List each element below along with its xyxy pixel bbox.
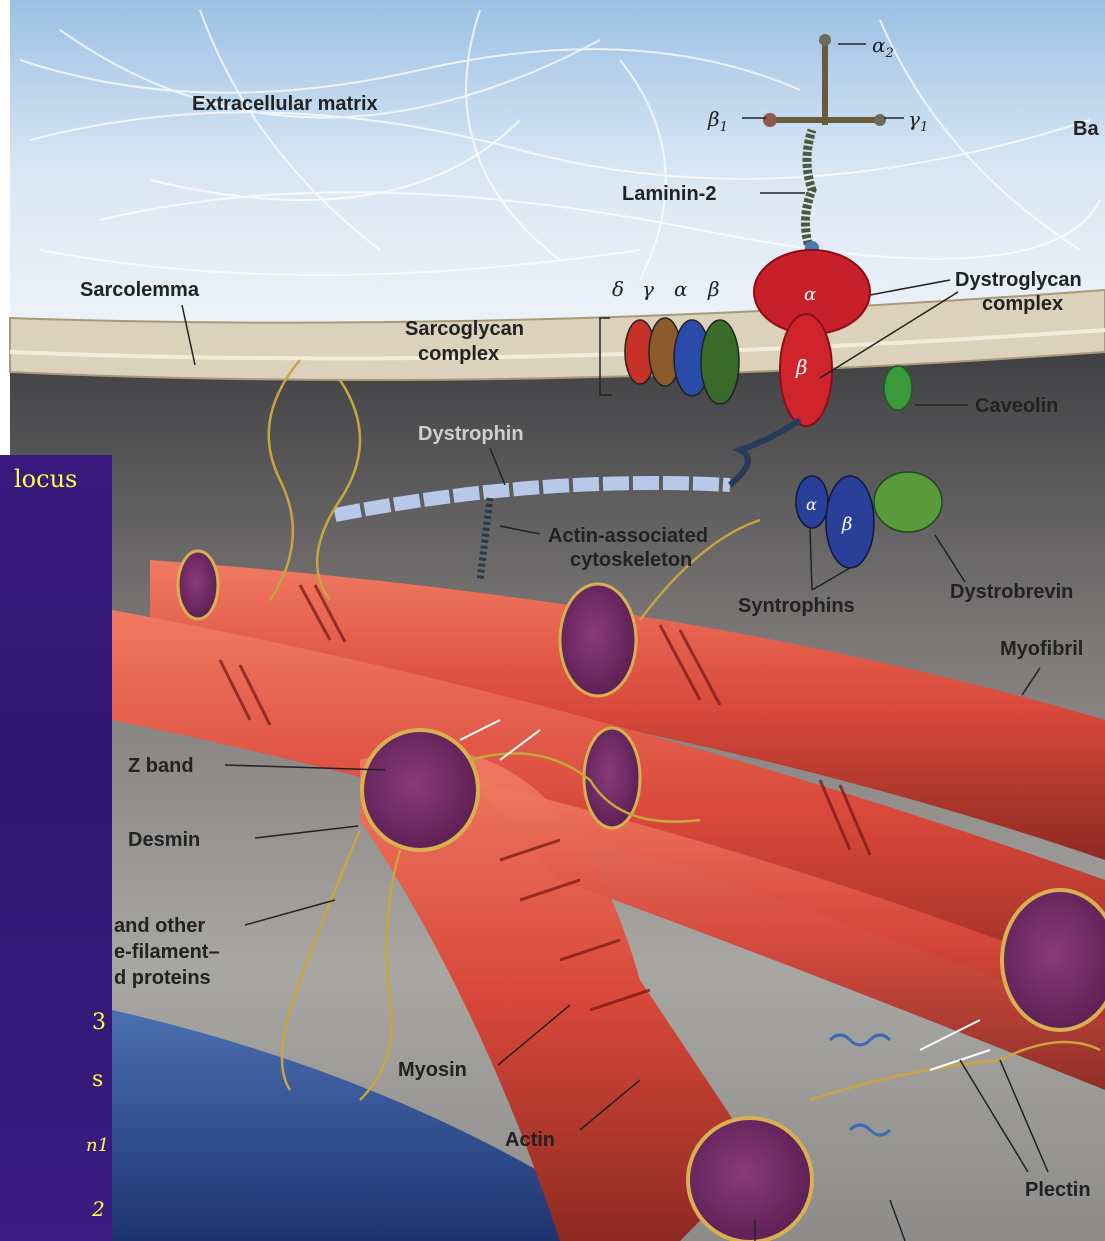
syntrophin-beta-label: β bbox=[841, 514, 852, 535]
overlay-slide-item-1: 3 bbox=[92, 1010, 106, 1035]
myosin-label: Myosin bbox=[398, 1059, 467, 1081]
plectin-label: Plectin bbox=[1025, 1179, 1091, 1201]
extracellular-matrix-label: Extracellular matrix bbox=[192, 93, 378, 115]
desmin-label: Desmin bbox=[128, 829, 200, 851]
caveolin-label: Caveolin bbox=[975, 395, 1058, 417]
z-band-label: Z band bbox=[128, 755, 194, 777]
syntrophin-alpha-label: α bbox=[806, 495, 817, 514]
dystroglycan-label-line1: Dystroglycan bbox=[955, 269, 1082, 291]
sarcoglycan-delta-label: δ bbox=[612, 277, 624, 301]
other-proteins-label-line1: and other bbox=[114, 915, 205, 937]
laminin-gamma1-letter: γ bbox=[908, 107, 920, 131]
dystrophin-label: Dystrophin bbox=[418, 423, 524, 445]
dystrobrevin-molecule bbox=[874, 472, 942, 532]
laminin-beta1-sub: 1 bbox=[720, 120, 728, 135]
dystrobrevin-label: Dystrobrevin bbox=[950, 581, 1073, 603]
dystroglycan-beta-label: β bbox=[795, 355, 808, 379]
sarcolemma-label: Sarcolemma bbox=[80, 279, 200, 301]
dystroglycan-alpha-label: α bbox=[804, 284, 816, 305]
overlay-slide-title: locus bbox=[14, 465, 77, 493]
laminin-2-label: Laminin-2 bbox=[622, 183, 716, 205]
overlay-slide-panel: locus 3 s n1 2 bbox=[0, 455, 112, 1241]
sarcoglycan-beta-label: β bbox=[707, 277, 720, 301]
basal-lamina-label-cut: Ba bbox=[1073, 118, 1099, 140]
actin-associated-label-line2: cytoskeleton bbox=[570, 549, 692, 571]
laminin-beta1-letter: β bbox=[707, 107, 720, 131]
sarcoglycan-label-line2: complex bbox=[418, 343, 499, 365]
overlay-slide-item-2: s bbox=[92, 1067, 103, 1092]
actin-associated-label-line1: Actin-associated bbox=[548, 525, 708, 547]
syntrophins-label: Syntrophins bbox=[738, 595, 855, 617]
laminin-alpha2-sub: 2 bbox=[885, 46, 894, 61]
other-proteins-label-line3: d proteins bbox=[114, 967, 211, 989]
other-proteins-label-line2: e-filament– bbox=[114, 941, 220, 963]
sarcoglycan-gamma-label: γ bbox=[642, 277, 654, 301]
actin-label: Actin bbox=[505, 1129, 555, 1151]
caveolin-molecule bbox=[884, 366, 912, 410]
sarcoglycan-label-line1: Sarcoglycan bbox=[405, 318, 524, 340]
overlay-slide-item-4: 2 bbox=[92, 1197, 105, 1221]
sarcoglycan-alpha-label: α bbox=[674, 277, 688, 301]
laminin-alpha2-letter: α bbox=[872, 33, 886, 57]
z-band-disc bbox=[362, 730, 478, 850]
dystroglycan-label-line2: complex bbox=[982, 293, 1063, 315]
overlay-slide-item-3: n1 bbox=[86, 1135, 109, 1156]
myofibril-label: Myofibril bbox=[1000, 638, 1083, 660]
laminin-gamma1-sub: 1 bbox=[920, 120, 928, 135]
